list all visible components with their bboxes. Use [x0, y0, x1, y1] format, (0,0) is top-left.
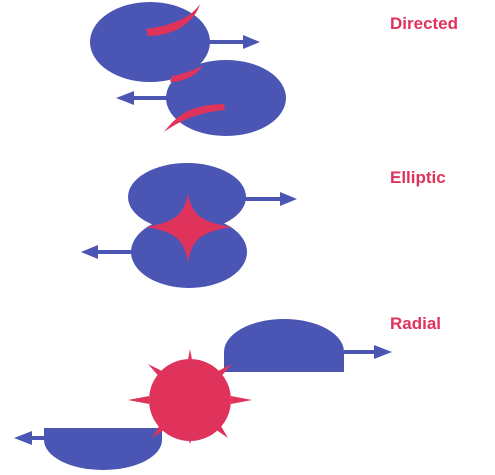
arrow-left-icon: [81, 245, 132, 259]
directed-lower-disc: [166, 60, 286, 136]
directed-panel: [90, 2, 286, 136]
label-elliptic: Elliptic: [390, 168, 446, 188]
arrow-right-icon: [244, 192, 297, 206]
radial-lower-half-disc: [44, 428, 162, 470]
arrow-right-icon: [205, 35, 260, 49]
label-directed: Directed: [390, 14, 458, 34]
arrow-left-icon: [116, 91, 172, 105]
elliptic-panel: [81, 163, 297, 288]
radial-panel: [14, 319, 392, 470]
arrow-right-icon: [344, 345, 392, 359]
label-radial: Radial: [390, 314, 441, 334]
radial-upper-half-disc: [224, 319, 344, 372]
radial-red-core: [149, 359, 231, 441]
arrow-left-icon: [14, 431, 46, 445]
